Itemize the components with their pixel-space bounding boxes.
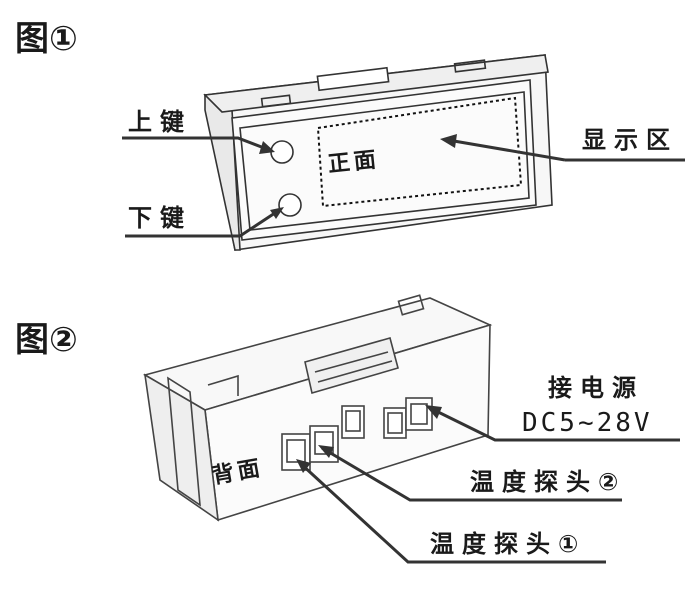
figure2-leader-lines — [298, 406, 680, 564]
front-label: 正面 — [326, 147, 382, 178]
down-key-button — [278, 193, 302, 217]
arrowhead-power — [425, 405, 442, 419]
power-label: 接电源 — [548, 374, 644, 402]
back-device-drawing — [142, 294, 493, 522]
arrowhead-probe1 — [296, 459, 311, 473]
display-area-outline — [316, 96, 523, 208]
arrowhead-display — [440, 134, 457, 148]
probe1-label: 温度探头① — [430, 530, 587, 558]
arrowhead-up-key — [259, 141, 275, 154]
figure1-title: 图① — [15, 19, 78, 59]
arrowhead-down-key — [270, 207, 284, 219]
display-area-label: 显示区 — [582, 126, 678, 154]
figure2-title: 图② — [15, 320, 78, 360]
probe2-label: 温度探头② — [470, 468, 627, 496]
down-key-label: 下键 — [128, 204, 192, 232]
up-key-label: 上键 — [128, 108, 192, 136]
power-voltage-label: DC5~28V — [522, 408, 653, 438]
figure1-leader-lines — [122, 136, 685, 238]
arrowhead-probe2 — [318, 445, 334, 458]
